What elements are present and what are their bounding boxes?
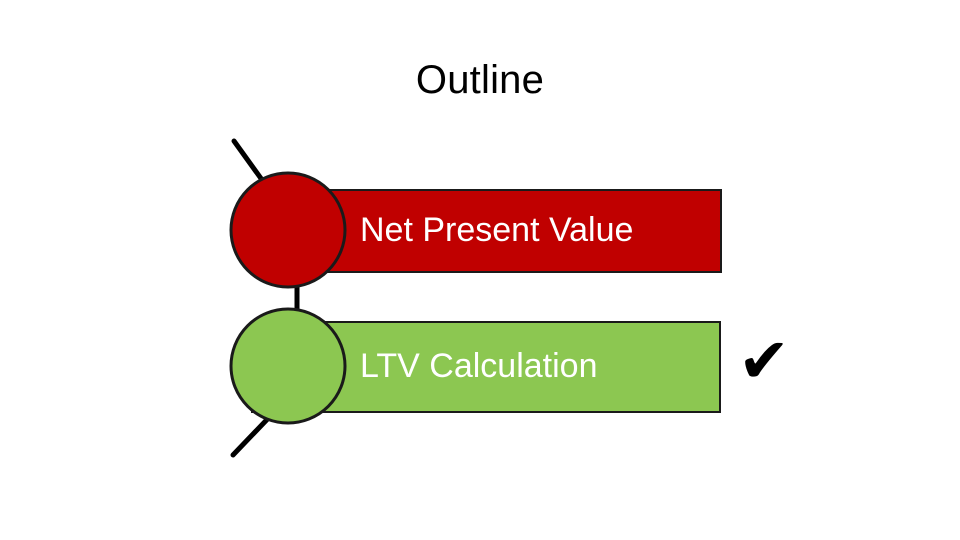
outline-item-label-net-present-value: Net Present Value <box>360 211 634 249</box>
checkmark-icon: ✔ <box>738 324 790 397</box>
page-title: Outline <box>415 58 545 102</box>
outline-item-label-ltv-calculation: LTV Calculation <box>360 347 598 385</box>
bullet-circle-net-present-value[interactable] <box>229 171 347 289</box>
bullet-circle-ltv-calculation[interactable] <box>229 307 347 425</box>
